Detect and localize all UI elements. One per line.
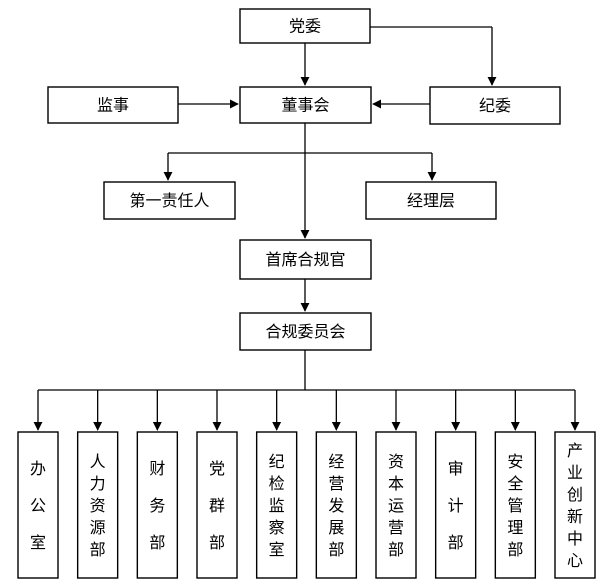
node-label: 纪委 <box>479 96 511 115</box>
node-management: 经理层 <box>365 181 497 220</box>
node-label: 合规委员会 <box>265 322 345 341</box>
node-first-responsible: 第一责任人 <box>103 181 236 220</box>
node-supervisor: 监事 <box>47 86 179 124</box>
department-frame <box>136 431 179 579</box>
department-box: 产业创新中心 <box>554 431 596 579</box>
department-frame <box>494 431 537 579</box>
department-box: 党群部 <box>196 431 238 579</box>
node-label: 首席合规官 <box>265 250 345 269</box>
department-frame <box>375 431 417 579</box>
department-label: 财务部 <box>149 459 165 552</box>
node-chief-compliance-officer: 首席合规官 <box>239 239 372 280</box>
department-label: 审计部 <box>448 459 464 552</box>
node-party-committee: 党委 <box>239 8 371 44</box>
department-frame <box>196 431 238 579</box>
node-label: 党委 <box>289 17 321 36</box>
department-label: 人力资源部 <box>90 452 106 559</box>
department-label: 经营发展部 <box>328 452 344 559</box>
department-label: 办公室 <box>30 459 46 552</box>
node-board: 董事会 <box>239 86 372 124</box>
department-frame <box>255 431 298 579</box>
node-label: 监事 <box>97 96 129 115</box>
department-frame <box>76 431 119 579</box>
department-frame <box>315 431 358 579</box>
department-frame <box>434 431 477 579</box>
department-box: 财务部 <box>136 431 179 579</box>
department-label: 安全管理部 <box>507 452 523 559</box>
department-box: 纪检监察室 <box>255 431 298 579</box>
department-label: 纪检监察室 <box>269 452 285 559</box>
department-box: 安全管理部 <box>494 431 537 579</box>
department-box: 审计部 <box>434 431 477 579</box>
node-compliance-committee: 合规委员会 <box>239 312 372 351</box>
node-discipline-committee: 纪委 <box>429 86 561 125</box>
department-row: 办公室 人力资源部 财务部 党群部 纪检监察室 经营发展部 资本运营部 审计部 安全管理部 产业创… <box>17 431 596 579</box>
department-label: 产业创新中心 <box>567 441 583 570</box>
department-box: 经营发展部 <box>315 431 358 579</box>
node-label: 第一责任人 <box>129 191 209 210</box>
department-box: 资本运营部 <box>375 431 417 579</box>
department-frame <box>17 431 59 579</box>
department-label: 党群部 <box>209 459 225 552</box>
department-frame <box>554 431 596 579</box>
connectors <box>33 26 580 431</box>
department-box: 人力资源部 <box>76 431 119 579</box>
department-label: 资本运营部 <box>388 452 404 559</box>
node-label: 董事会 <box>281 96 329 115</box>
node-label: 经理层 <box>407 191 455 210</box>
department-box: 办公室 <box>17 431 59 579</box>
